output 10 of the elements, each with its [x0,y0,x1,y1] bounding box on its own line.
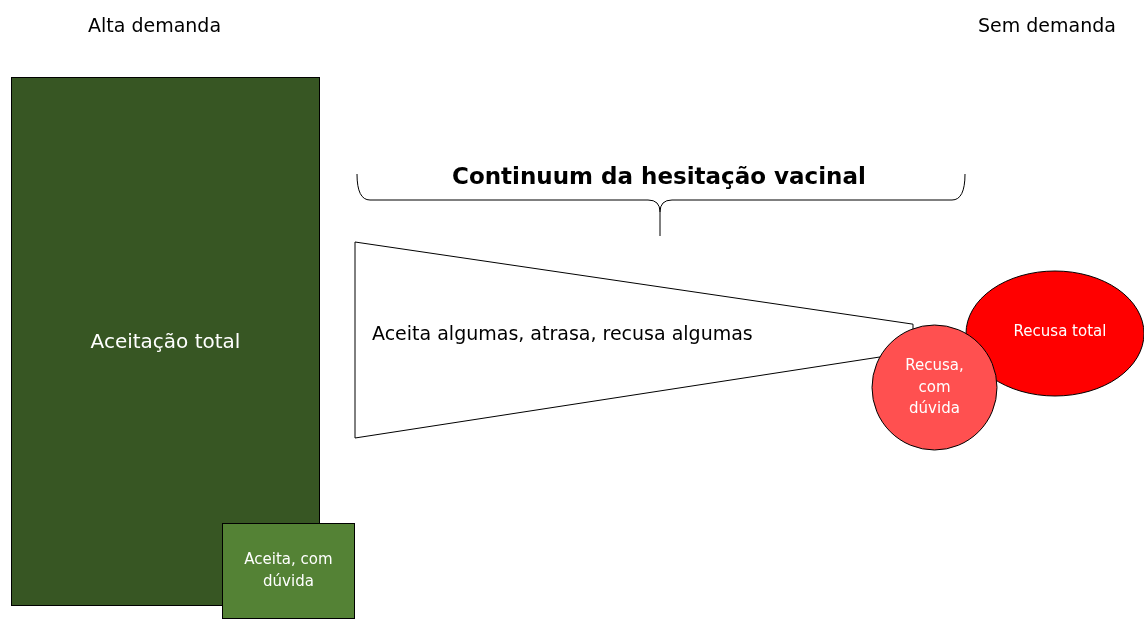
node-label: Aceita, com dúvida [243,549,334,592]
node-label: Recusa, com dúvida [904,354,965,420]
node-label: Recusa total [1013,320,1107,342]
heading: Continuum da hesitação vacinal [452,163,866,189]
node-label: Aceitação total [90,328,241,355]
doubt-acceptance-box [222,523,355,619]
scale-label: Sem demanda [978,14,1116,36]
scale-label: Alta demanda [88,14,222,36]
doubt-refusal-circle [871,324,998,451]
node-label: Aceita algumas, atrasa, recusa algumas [372,321,753,347]
